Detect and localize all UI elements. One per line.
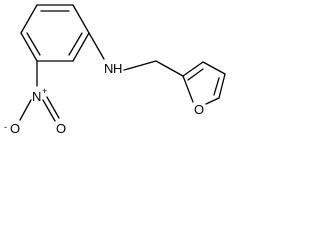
furan-bond-c2-c3 (182, 61, 204, 77)
molecule-structure: N H N + O O - O (4, 4, 226, 136)
benzene-double-left (26, 32, 41, 56)
furan-ring (182, 61, 226, 105)
furan-bond-o-c2 (182, 75, 194, 103)
benzene-bond-top-right (72, 4, 90, 34)
benzene-bond-bottom-left (20, 32, 38, 62)
furan-oxygen-label: O (194, 102, 204, 117)
bond-ch2-to-furan (155, 60, 184, 77)
benzene-bond-left (20, 4, 38, 34)
nitro-negative-charge: - (4, 122, 7, 132)
nitro-oxygen-double-label: O (56, 121, 66, 136)
benzene-ring (20, 4, 90, 62)
furan-bond-c3-c4 (202, 61, 226, 75)
bond-ring-to-amine (88, 32, 105, 60)
structure-canvas: N H N + O O - O (0, 0, 251, 152)
nitro-positive-charge: + (42, 86, 47, 96)
nitro-oxygen-single-label: O (10, 121, 20, 136)
benzene-bond-right (72, 32, 90, 62)
furan-bond-c4-c5 (218, 73, 226, 99)
amine-nitrogen-label: N (104, 61, 113, 76)
nitro-nitrogen-label: N (32, 89, 41, 104)
benzene-double-right (68, 32, 83, 56)
bond-nitro-single-o (19, 99, 32, 121)
amine-hydrogen-label: H (113, 61, 122, 76)
furan-double-c4-c5 (213, 77, 220, 96)
furan-bond-c5-o (205, 97, 220, 105)
bond-nitro-double-o-a (42, 99, 56, 122)
furan-double-c2-c3 (187, 68, 204, 81)
bond-amine-to-ch2 (123, 60, 157, 71)
bond-nitro-double-o-b (46, 96, 60, 119)
